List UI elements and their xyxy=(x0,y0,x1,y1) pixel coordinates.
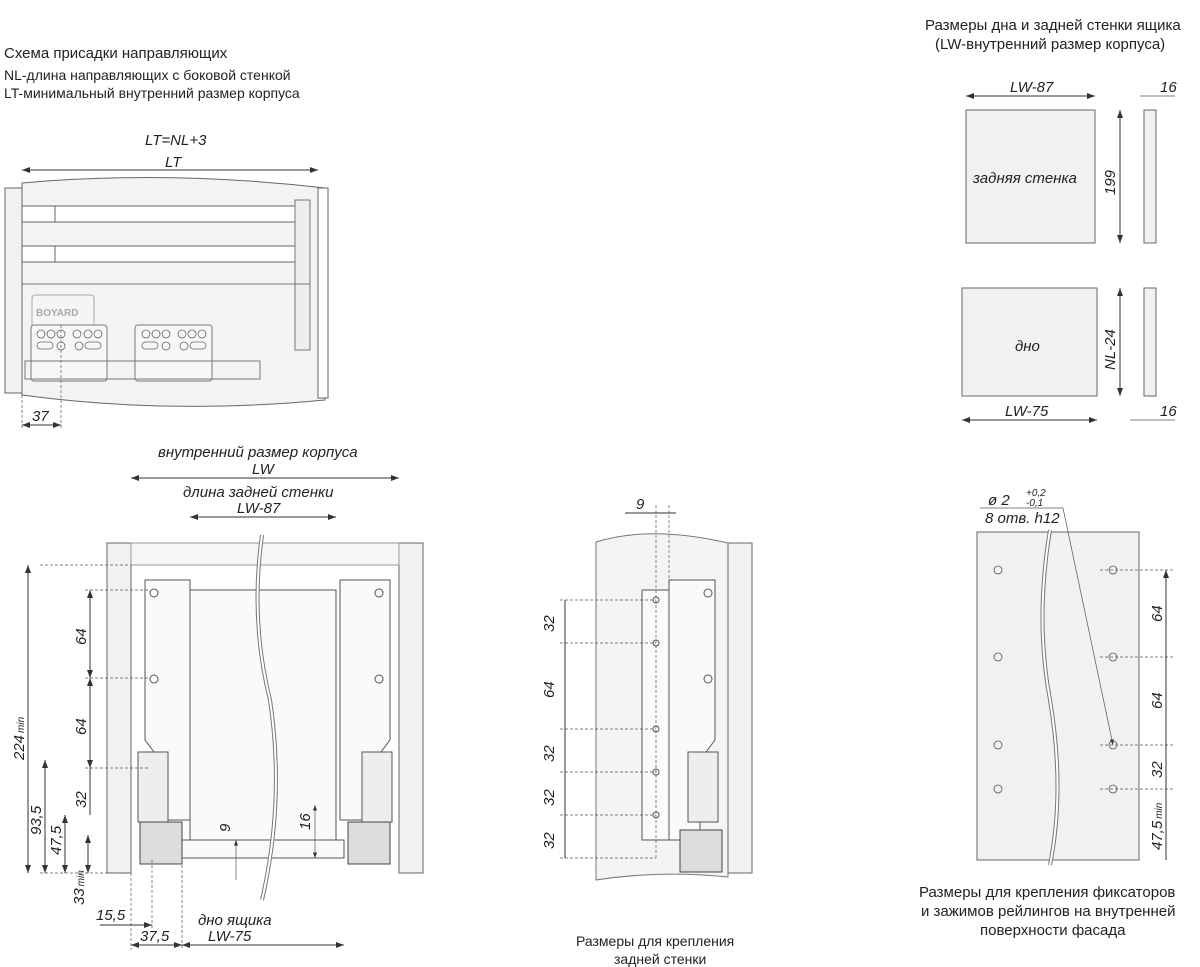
fc-dim-32: 32 xyxy=(1149,761,1166,778)
dim-37-5: 37,5 xyxy=(140,928,170,945)
lt-definition: LT-минимальный внутренний размер корпуса xyxy=(4,85,300,101)
hole-diameter: ø 2 xyxy=(988,492,1010,509)
fc-caption-1: Размеры для крепления фиксаторов xyxy=(919,884,1175,901)
mount-plate-front xyxy=(30,324,108,382)
cabinet-wall xyxy=(317,187,329,399)
bottom-panel-thickness: 16 xyxy=(1160,403,1177,420)
bm-caption-2: задней стенки xyxy=(614,951,706,967)
left-runner xyxy=(139,821,183,865)
fc-caption-3: поверхности фасада xyxy=(980,922,1126,939)
lt-formula: LT=NL+3 xyxy=(145,132,207,149)
left-cabinet-wall xyxy=(106,542,132,874)
back-wall-label: задняя стенка xyxy=(972,170,1077,187)
tolerance-minus: -0,1 xyxy=(1026,498,1043,509)
fc-dim-64-a: 64 xyxy=(1149,605,1166,622)
bm-dim-32-c: 32 xyxy=(541,789,558,806)
mount-plate-rear xyxy=(134,324,213,382)
back-wall-panel xyxy=(965,109,1096,244)
bottom-panel xyxy=(961,287,1098,397)
right-clip xyxy=(361,751,393,823)
panels-title-1: Размеры дна и задней стенки ящика xyxy=(925,17,1181,34)
mounting-holes xyxy=(993,565,1118,794)
panel-dimensions: Размеры дна и задней стенки ящика (LW-вн… xyxy=(925,17,1181,423)
back-wall-thickness: 16 xyxy=(1160,79,1177,96)
drawer-bottom-label: дно ящика xyxy=(198,912,272,929)
side-view-title: Схема присадки направляющих xyxy=(4,45,228,62)
back-wall-height: 199 xyxy=(1102,169,1119,195)
tolerance-plus: +0,2 xyxy=(1026,488,1046,499)
dim-9: 9 xyxy=(217,823,234,832)
bm-caption-1: Размеры для крепления xyxy=(576,933,734,949)
dim-33: 33min xyxy=(71,870,88,905)
back-wall-width: LW-87 xyxy=(1010,79,1054,96)
fc-dim-47-5: 47,5min xyxy=(1149,802,1166,850)
rail-top xyxy=(54,205,296,223)
dim-37: 37 xyxy=(32,408,49,425)
rail-mid-end xyxy=(21,245,56,263)
bm-dim-9: 9 xyxy=(636,496,645,513)
cabinet-wall-section xyxy=(727,542,753,874)
rail-top-end xyxy=(21,205,56,223)
back-length: LW-87 xyxy=(237,500,281,517)
front-panel xyxy=(4,187,23,394)
bottom-panel-label: дно xyxy=(1015,338,1040,355)
panels-title-2: (LW-внутренний размер корпуса) xyxy=(935,36,1165,53)
dim-15-5: 15,5 xyxy=(96,907,126,924)
drawer-bottom xyxy=(181,839,345,859)
bm-dim-64: 64 xyxy=(541,681,558,698)
dim-64-upper: 64 xyxy=(73,628,90,645)
dim-64-lower: 64 xyxy=(73,718,90,735)
back-wall-edge xyxy=(641,589,670,841)
right-cabinet-wall xyxy=(398,542,424,874)
rail-mid xyxy=(54,245,296,263)
drawer-bottom-width: LW-75 xyxy=(208,928,252,945)
fc-dim-64-b: 64 xyxy=(1149,692,1166,709)
bm-dim-32-d: 32 xyxy=(541,832,558,849)
bottom-panel-width: LW-75 xyxy=(1005,403,1049,420)
back-mount-view: 9 32 64 32 32 32 Размеры для крепления з… xyxy=(541,496,753,967)
side-view: Схема присадки направляющих NL-длина нап… xyxy=(4,45,329,430)
lw-label: LW xyxy=(252,461,276,478)
dim-93-5: 93,5 xyxy=(28,805,45,835)
dim-32: 32 xyxy=(73,791,90,808)
back-wall xyxy=(189,589,337,841)
facade-view: ø 2 +0,2 -0,1 8 отв. h12 64 64 32 47,5mi… xyxy=(919,488,1175,939)
back-length-label: длина задней стенки xyxy=(183,484,334,501)
dim-224: 224min xyxy=(11,716,28,761)
back-wall-edge xyxy=(1143,109,1157,244)
left-clip xyxy=(137,751,169,823)
nl-definition: NL-длина направляющих с боковой стенкой xyxy=(4,67,291,83)
inner-size-label: внутренний размер корпуса xyxy=(158,444,358,461)
front-view: внутренний размер корпуса LW длина задне… xyxy=(11,444,424,950)
dim-47-5: 47,5 xyxy=(48,825,65,855)
right-runner xyxy=(347,821,391,865)
hole-count: 8 отв. h12 xyxy=(985,510,1060,527)
lt-label: LT xyxy=(165,154,183,171)
boyard-logo-text: BOYARD xyxy=(36,308,78,319)
dim-16: 16 xyxy=(297,813,314,830)
rear-bracket xyxy=(294,199,311,351)
bottom-panel-depth: NL-24 xyxy=(1102,329,1119,370)
bottom-panel-edge xyxy=(1143,287,1157,397)
bm-dim-32-b: 32 xyxy=(541,745,558,762)
bm-dim-32-a: 32 xyxy=(541,615,558,632)
fc-caption-2: и зажимов рейлингов на внутренней xyxy=(921,903,1175,920)
